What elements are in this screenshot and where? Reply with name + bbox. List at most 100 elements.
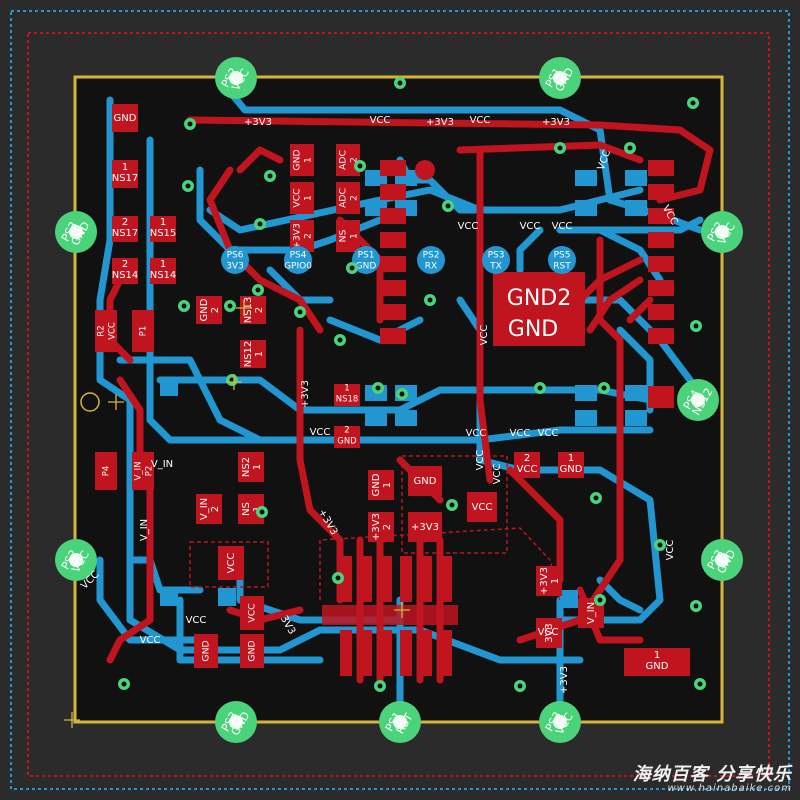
smd-pad-gnd-c bbox=[334, 426, 360, 448]
pad-net-label: ADC bbox=[338, 150, 349, 170]
cross-marker bbox=[226, 374, 242, 390]
net-label: VCC bbox=[140, 635, 161, 646]
fiducials bbox=[80, 392, 100, 412]
header-pin-net: TX bbox=[489, 262, 502, 272]
via-drill bbox=[593, 495, 599, 501]
gnd2-large-pad bbox=[493, 272, 585, 346]
smd-pad-ns17a bbox=[112, 160, 138, 188]
via-drill bbox=[257, 221, 263, 227]
pad-net-label: +3V3 bbox=[539, 567, 550, 595]
header-pin-tx bbox=[482, 246, 510, 274]
net-label: VCC bbox=[466, 428, 487, 439]
via-drill bbox=[229, 377, 235, 383]
module-pad bbox=[380, 280, 406, 296]
gnd2-pad-label: GND2 bbox=[507, 286, 571, 311]
module-pad bbox=[648, 280, 674, 296]
pad-net-label: NS14 bbox=[112, 270, 139, 281]
smd-pad-ns14b bbox=[150, 258, 176, 284]
test-point-hole bbox=[393, 715, 407, 729]
smd-pad-gnd-br bbox=[624, 648, 690, 676]
smd-pad-gnd-e bbox=[368, 470, 394, 500]
pad-number-label: 1 bbox=[568, 453, 574, 464]
top-trace bbox=[516, 236, 624, 644]
module-pad bbox=[648, 160, 674, 176]
bottom-smd-pad bbox=[160, 378, 178, 396]
smd-pad-gnd-mid bbox=[196, 296, 222, 324]
smd-pad-3v3-f bbox=[408, 512, 442, 542]
pad-net-label: NS18 bbox=[336, 394, 358, 404]
pad-net-label: V_IN bbox=[586, 602, 597, 624]
bottom-smd-pad bbox=[625, 170, 647, 186]
pad-net-label: GND bbox=[199, 298, 210, 321]
pad-number-label: P2 bbox=[144, 466, 154, 476]
net-label: VCC bbox=[470, 115, 491, 126]
top-trace bbox=[456, 141, 644, 164]
bottom-trace bbox=[96, 96, 584, 664]
via-drill bbox=[377, 683, 383, 689]
bottom-trace bbox=[516, 226, 544, 274]
pad-net-label: NS bbox=[338, 229, 349, 242]
via-drill bbox=[259, 509, 265, 515]
module-pad bbox=[648, 328, 674, 344]
smd-pad-p1 bbox=[132, 310, 154, 352]
pad-net-label: NS2 bbox=[241, 457, 252, 477]
module-pad bbox=[380, 208, 406, 224]
pad-number-label: 1 bbox=[303, 157, 314, 163]
bottom-smd-pad bbox=[560, 590, 578, 608]
bottom-smd-pad bbox=[625, 410, 647, 426]
pad-net-label: V_IN bbox=[133, 462, 143, 481]
pad-net-label: V_IN bbox=[199, 498, 210, 520]
pad-number-label: 2 bbox=[524, 453, 530, 464]
module-pad bbox=[380, 160, 406, 176]
pad-net-label: ADC bbox=[338, 188, 349, 208]
module-pad bbox=[380, 328, 406, 344]
via-drill bbox=[537, 385, 543, 391]
header-pin-rst bbox=[548, 246, 576, 274]
header-pin-designator: PS2 bbox=[423, 251, 440, 261]
module-pad bbox=[648, 386, 674, 408]
via-drill bbox=[121, 681, 127, 687]
via-drill bbox=[449, 502, 455, 508]
via-drill bbox=[397, 80, 403, 86]
via-drill bbox=[427, 297, 433, 303]
pad-number-label: 2 bbox=[122, 259, 128, 270]
smd-pad-adc-gnd bbox=[290, 144, 314, 176]
module-pad bbox=[648, 304, 674, 320]
net-label: VCC bbox=[479, 325, 490, 346]
pad-net-label: GND bbox=[560, 464, 583, 475]
ic-pin bbox=[440, 630, 452, 676]
bottom-smd-pad bbox=[160, 588, 178, 606]
smd-pad-ns-a bbox=[336, 220, 360, 252]
header-pin-3v3 bbox=[221, 246, 249, 274]
via-drill bbox=[693, 603, 699, 609]
cross-marker bbox=[108, 394, 124, 410]
smd-pad-ns18 bbox=[334, 384, 360, 406]
bottom-smd-pad bbox=[625, 200, 647, 216]
via-drill bbox=[187, 121, 193, 127]
bottom-trace bbox=[596, 576, 644, 614]
watermark-url: www.hainabaike.com bbox=[667, 783, 792, 794]
net-label: VCC bbox=[510, 428, 531, 439]
pad-number-label: 2 bbox=[349, 157, 360, 163]
via-drill bbox=[297, 309, 303, 315]
pad-net-label: NS12 bbox=[243, 341, 254, 368]
via-drill bbox=[557, 145, 563, 151]
top-trace bbox=[186, 116, 714, 204]
smd-pad-vcc-i bbox=[218, 546, 244, 580]
smd-pad-vcc-h bbox=[467, 492, 497, 522]
pad-net-label: NS13 bbox=[243, 297, 254, 324]
top-trace bbox=[476, 146, 494, 484]
header-pin-rx bbox=[417, 246, 445, 274]
component-outline bbox=[189, 541, 269, 588]
module-pad bbox=[648, 232, 674, 248]
via-drill bbox=[445, 203, 451, 209]
bottom-trace bbox=[206, 186, 644, 234]
top-trace bbox=[236, 146, 284, 174]
top-trace bbox=[106, 456, 154, 664]
test-point-hole bbox=[553, 715, 567, 729]
via-drill bbox=[399, 391, 405, 397]
bottom-smd-pad bbox=[575, 170, 597, 186]
ic-body bbox=[322, 605, 458, 625]
gnd2-pad-net-label: GND bbox=[508, 317, 558, 342]
smd-pad-adc2 bbox=[336, 182, 360, 214]
